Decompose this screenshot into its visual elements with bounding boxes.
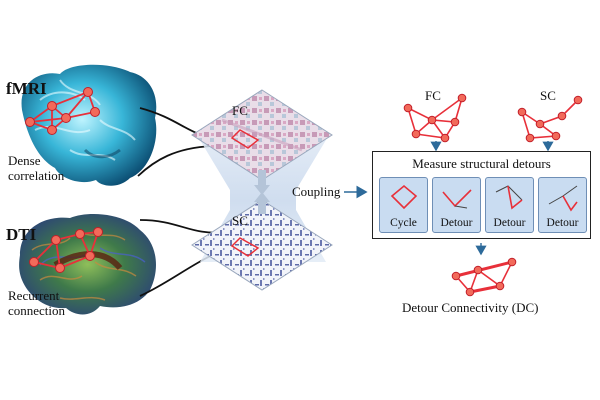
panel-label: Detour bbox=[493, 217, 526, 229]
panel-detour-1: Detour bbox=[432, 177, 481, 233]
sc-graph-label: SC bbox=[540, 88, 556, 103]
dc-graph bbox=[451, 257, 517, 297]
coupling-arrows bbox=[254, 170, 270, 214]
dti-caption-line-1: Recurrent bbox=[8, 288, 60, 303]
fc-graph bbox=[403, 93, 467, 143]
sc-matrix-label: SC bbox=[232, 213, 248, 228]
detour-icon bbox=[495, 185, 523, 210]
dti-caption-line-2: connection bbox=[8, 303, 66, 318]
fc-matrix-label: FC bbox=[232, 103, 248, 118]
panel-label: Cycle bbox=[390, 217, 417, 229]
panel-cycle: Cycle bbox=[379, 177, 428, 233]
panel-detour-3: Detour bbox=[538, 177, 587, 233]
fmri-brain-image bbox=[21, 64, 157, 186]
panel-detour-2: Detour bbox=[485, 177, 534, 233]
dc-result-label: Detour Connectivity (DC) bbox=[402, 300, 539, 315]
fc-matrix bbox=[191, 89, 333, 181]
sc-matrix bbox=[191, 199, 333, 291]
detour-icon bbox=[442, 189, 472, 209]
panel-label: Detour bbox=[440, 217, 473, 229]
cycle-icon bbox=[390, 184, 418, 210]
coupling-label: Coupling bbox=[292, 184, 341, 199]
box-title: Measure structural detours bbox=[412, 156, 551, 171]
fmri-caption-line-1: Dense bbox=[8, 153, 41, 168]
dti-label: DTI bbox=[6, 225, 37, 244]
fmri-caption-line-2: correlation bbox=[8, 168, 65, 183]
panel-label: Detour bbox=[546, 217, 579, 229]
dti-nodes bbox=[29, 227, 103, 273]
fc-graph-label: FC bbox=[425, 88, 441, 103]
fmri-nodes bbox=[25, 87, 100, 135]
fmri-label: fMRI bbox=[6, 79, 47, 98]
detour-icon bbox=[548, 185, 578, 212]
sc-graph bbox=[517, 95, 583, 143]
detour-measure-box: Measure structural detours Cycle Detour … bbox=[372, 151, 591, 239]
